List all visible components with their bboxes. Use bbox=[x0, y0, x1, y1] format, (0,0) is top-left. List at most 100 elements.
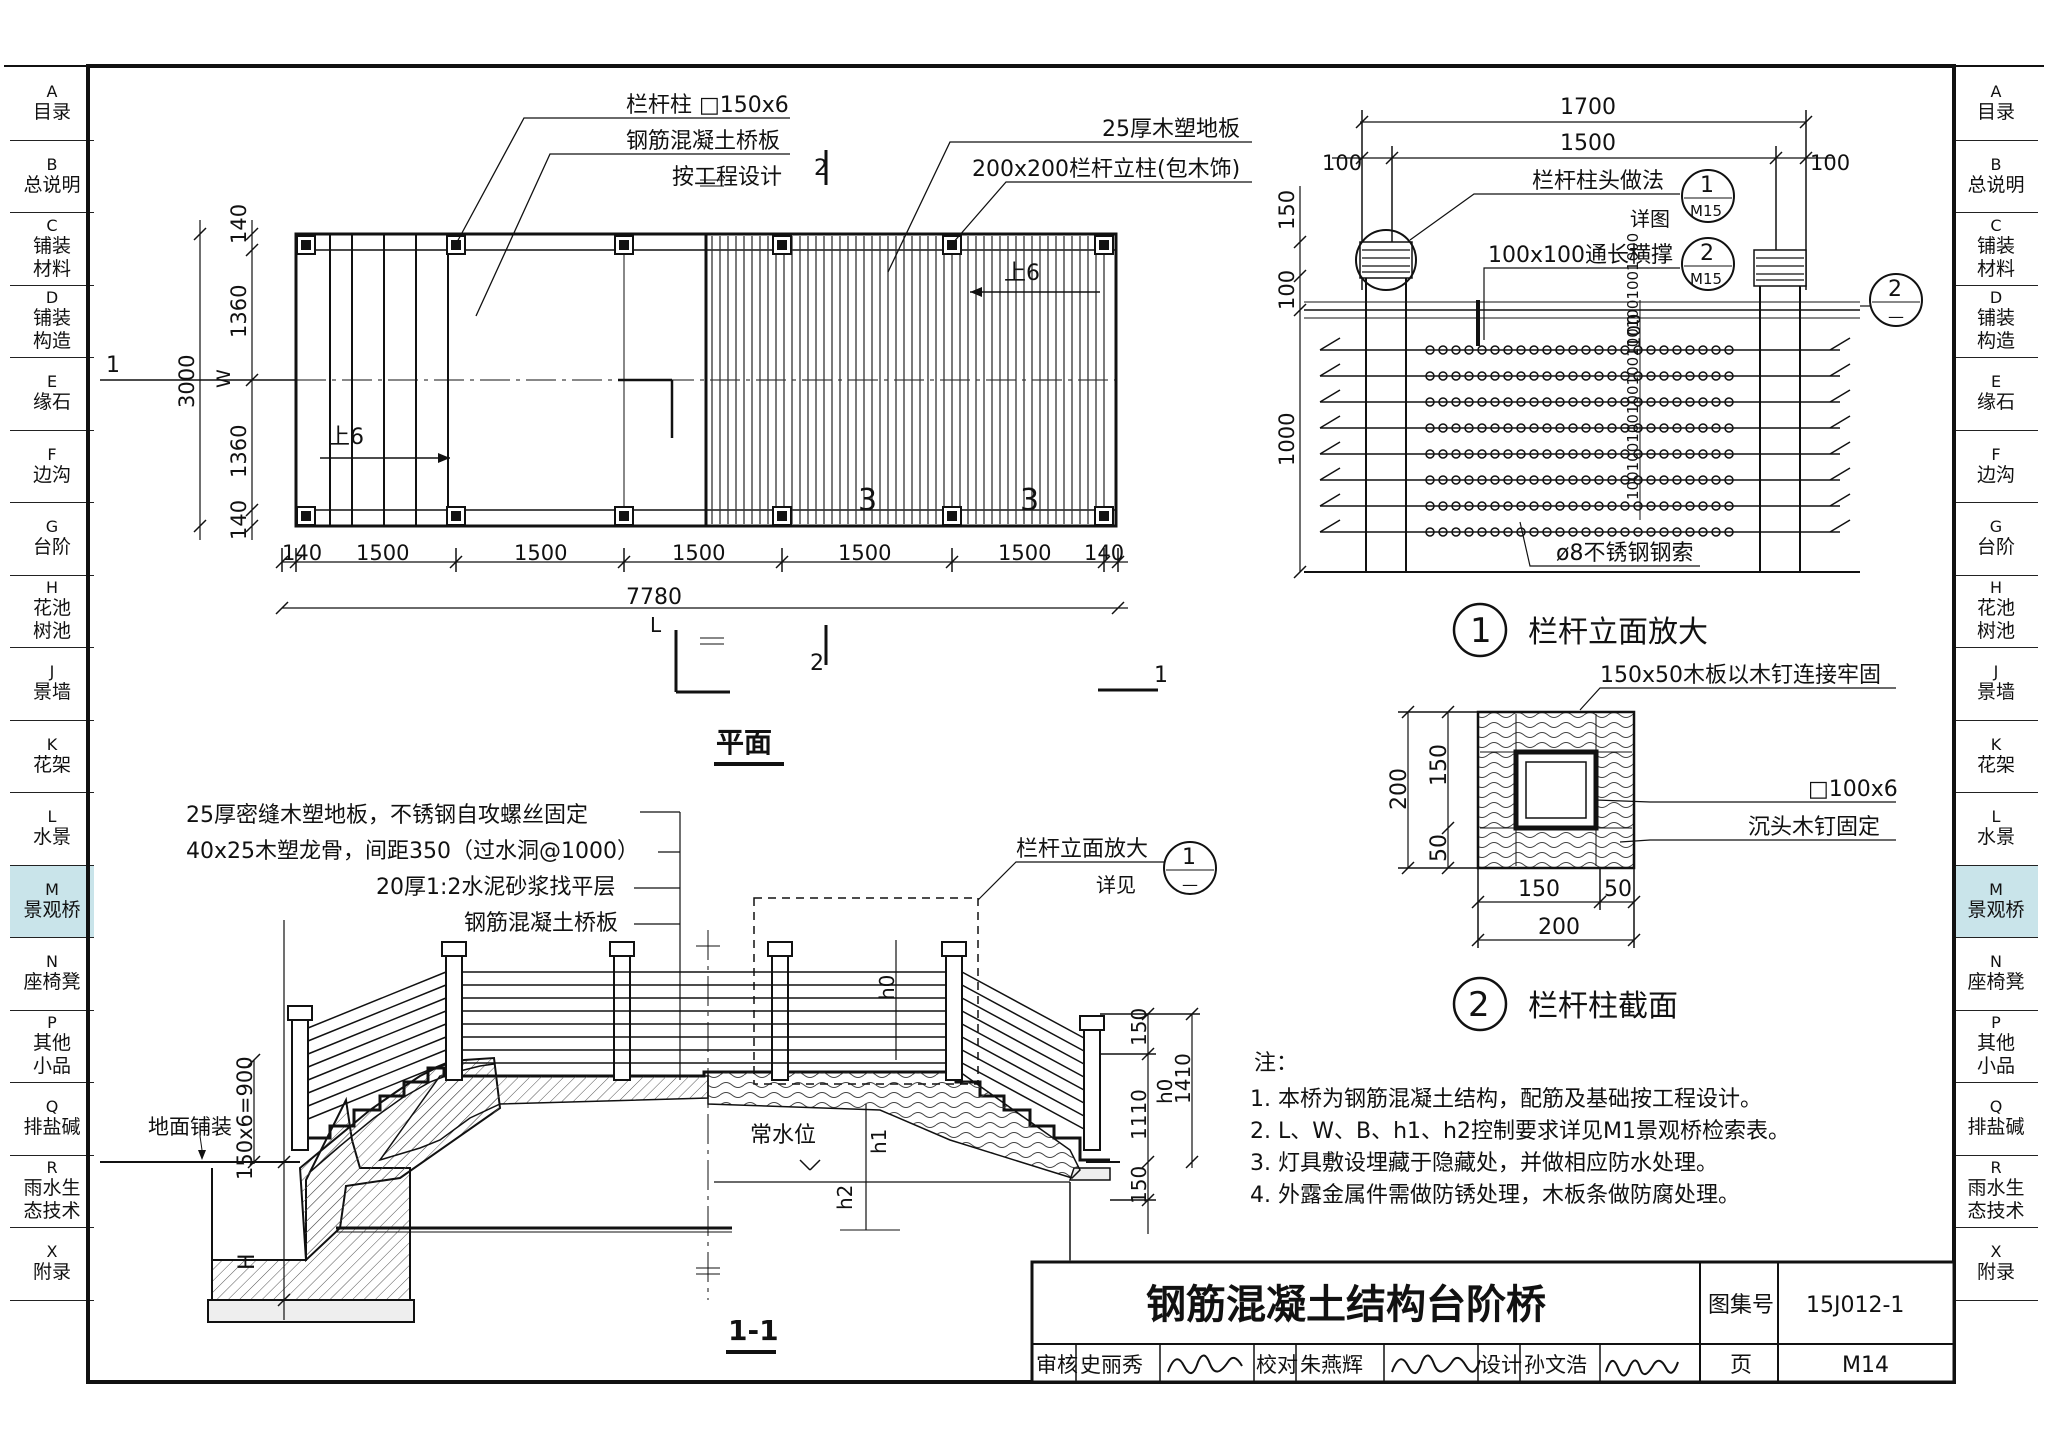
tab-code: G bbox=[1989, 517, 2003, 537]
tab-label: 构造 bbox=[32, 330, 71, 353]
post-vdim-150: 150 bbox=[1427, 744, 1452, 786]
section-h1: h1 bbox=[867, 1129, 891, 1154]
tab-label: 树池 bbox=[32, 620, 71, 643]
plan-section-mark-2: 2 bbox=[814, 156, 828, 181]
tab-code: D bbox=[1989, 288, 2003, 308]
elev-spacing-repeat: 1001001001001001001001001000 bbox=[1624, 233, 1642, 500]
tab-code: M bbox=[1989, 879, 2003, 899]
section-rdim-150-bot: 150 bbox=[1127, 1166, 1151, 1204]
section-stair-dim: 150x6=900 bbox=[233, 1056, 257, 1180]
plan-callout-deck: 25厚木塑地板 bbox=[1102, 117, 1240, 142]
tab-code: H bbox=[1989, 578, 2003, 598]
elev-vdim-1000: 1000 bbox=[1275, 413, 1299, 466]
elev-title-num: 1 bbox=[1470, 611, 1492, 651]
review-label: 审核 bbox=[1036, 1353, 1078, 1377]
railing-elevation: 1700 1500 100 100 150 1 bbox=[1275, 95, 1923, 658]
plan-dim-1500-e: 1500 bbox=[998, 541, 1051, 565]
post-callout-board: 150x50木板以木钉连接牢固 bbox=[1600, 663, 1881, 688]
tab-code: C bbox=[1990, 215, 2002, 235]
section-1-1: 常水位 地面铺装 栏杆立面放大 详见 1 — 25厚密缝木塑地板，不锈钢自攻螺丝… bbox=[100, 803, 1217, 1380]
elev-dim-100-right: 100 bbox=[1810, 151, 1850, 175]
tab-label: 态技术 bbox=[1967, 1200, 2025, 1223]
section-callout-joist: 40x25木塑龙骨，间距350（过水洞@1000） bbox=[186, 839, 639, 864]
tab-code: B bbox=[1990, 154, 2002, 174]
tab-code: F bbox=[47, 444, 57, 464]
post-title-num: 2 bbox=[1468, 985, 1490, 1025]
sheet-frame bbox=[86, 64, 1956, 1384]
tab-label: 铺装 bbox=[1976, 307, 2015, 330]
section-h0-right: h0 bbox=[1153, 1079, 1177, 1104]
design-signature bbox=[1605, 1359, 1679, 1377]
elev-spacing-100: 100 bbox=[1624, 314, 1645, 348]
tab-code: C bbox=[46, 215, 58, 235]
tab-label: 缘石 bbox=[1976, 391, 2015, 414]
plan-section-mark-3b: 3 bbox=[1020, 483, 1039, 518]
tab-label: 其他 bbox=[32, 1032, 71, 1055]
check-label: 校对 bbox=[1256, 1353, 1298, 1377]
section-ref-text: 栏杆立面放大 bbox=[1016, 837, 1148, 862]
tab-label: 态技术 bbox=[23, 1200, 81, 1223]
tab-label: 雨水生 bbox=[1967, 1177, 2025, 1200]
tab-label: 构造 bbox=[1976, 330, 2015, 353]
section-h-symbol: H bbox=[235, 1253, 260, 1270]
tab-label: 材料 bbox=[1976, 257, 2015, 280]
plan-vdim-140-bottom: 140 bbox=[227, 500, 251, 540]
detail-ref-circle-1 bbox=[1681, 169, 1735, 223]
tab-code: N bbox=[46, 952, 58, 972]
tab-label: 景墙 bbox=[1976, 681, 2015, 704]
tab-label: 台阶 bbox=[1976, 536, 2015, 559]
section-post-1 bbox=[445, 955, 463, 1081]
post-title: 栏杆柱截面 bbox=[1528, 989, 1678, 1024]
tab-code: L bbox=[1991, 807, 2001, 827]
tab-code: A bbox=[1990, 82, 2002, 102]
tab-label: 座椅凳 bbox=[1967, 971, 2025, 994]
plan-callout-column: 200x200栏杆立柱(包木饰) bbox=[972, 157, 1240, 182]
post-vdim-50: 50 bbox=[1427, 834, 1452, 862]
tab-code: E bbox=[1990, 372, 2002, 392]
check-name: 朱燕辉 bbox=[1300, 1353, 1363, 1377]
plan-dim-1500-d: 1500 bbox=[838, 541, 891, 565]
tab-label: 铺装 bbox=[32, 234, 71, 257]
tab-code: R bbox=[1990, 1158, 2002, 1178]
plan-title: 平面 bbox=[716, 726, 772, 759]
tab-label: 水景 bbox=[1976, 826, 2015, 849]
elev-dim-1500: 1500 bbox=[1560, 131, 1616, 156]
tab-code: R bbox=[46, 1158, 58, 1178]
